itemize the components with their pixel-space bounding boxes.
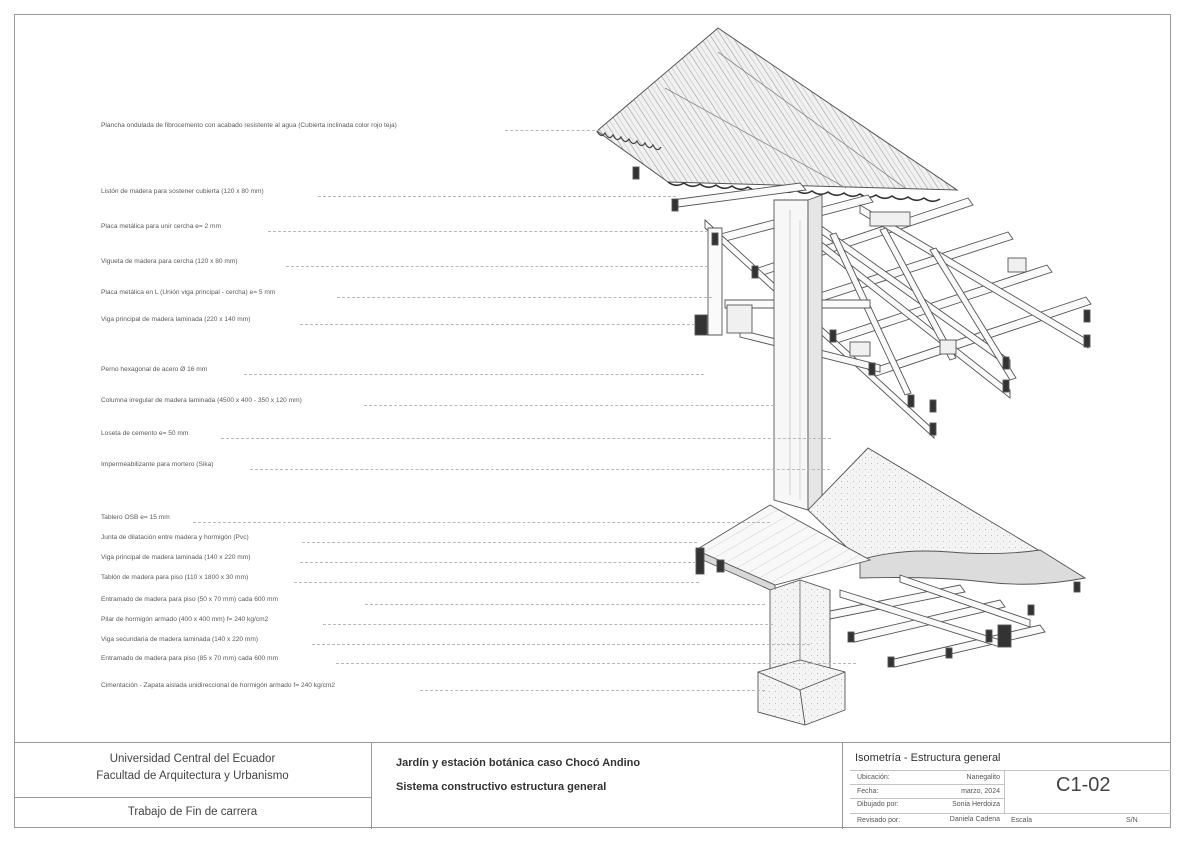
roof-sheet: [596, 27, 959, 203]
timber-column: [773, 194, 823, 511]
cement-slab: [807, 447, 1087, 585]
label-waterproofing: Impermeabilizante para mortero (Sika): [101, 461, 214, 468]
leader-line: [221, 438, 831, 439]
label-floor-framing-50x70: Entramado de madera para piso (50 x 70 m…: [101, 596, 279, 603]
label-floor-plank: Tablón de madera para piso (110 x 1800 x…: [101, 574, 249, 581]
concrete-pier-footing: [757, 579, 846, 726]
university-block: Universidad Central del Ecuador Facultad…: [14, 751, 371, 785]
label-bolt: Perno hexagonal de acero Ø 16 mm: [101, 366, 208, 373]
label-batten: Listón de madera para sostener cubierta …: [101, 188, 264, 195]
leader-line: [318, 196, 676, 197]
leader-line: [250, 469, 830, 470]
leader-line: [312, 644, 810, 645]
label-column: Columna irregular de madera laminada (45…: [101, 397, 302, 404]
project-subtitle: Sistema constructivo estructura general: [396, 781, 607, 793]
leader-line: [365, 604, 765, 605]
leader-line: [302, 542, 697, 543]
divider: [371, 743, 372, 829]
reviewed-value: Daniela Cadena: [949, 816, 1000, 823]
sheet-title: Isometría - Estructura general: [855, 752, 1001, 764]
location-value: Nanegalito: [966, 774, 1000, 781]
leader-line: [286, 266, 708, 267]
label-floor-framing-85x70: Entramado de madera para piso (85 x 70 m…: [101, 655, 279, 662]
leader-line: [300, 562, 696, 563]
label-osb: Tablero OSB e= 15 mm: [101, 514, 170, 521]
location-label: Ubicación:: [857, 774, 890, 781]
roof-truss: [632, 166, 1092, 440]
label-roof-sheet: Plancha ondulada de fibrocemento con aca…: [101, 122, 397, 129]
floor-framing: [807, 574, 1081, 668]
scale-label: Escala: [1011, 817, 1033, 824]
leader-line: [268, 231, 708, 232]
leader-line: [364, 405, 774, 406]
work-type: Trabajo de Fin de carrera: [127, 806, 258, 818]
label-expansion-joint: Junta de dilatación entre madera y hormi…: [101, 534, 249, 541]
faculty-name: Facultad de Arquitectura y Urbanismo: [96, 770, 289, 782]
drawn-label: Dibujado por:: [857, 801, 899, 808]
divider: [850, 770, 1171, 771]
leader-line: [323, 624, 773, 625]
divider: [850, 813, 1171, 814]
divider: [1004, 770, 1005, 813]
date-label: Fecha:: [857, 788, 879, 795]
drawn-value: Sonia Herdoiza: [952, 801, 1000, 808]
date-value: marzo, 2024: [961, 788, 1000, 795]
label-main-beam: Viga principal de madera laminada (220 x…: [101, 316, 251, 323]
leader-line: [300, 324, 695, 325]
divider: [850, 798, 1004, 799]
scale-value: S/N: [1126, 817, 1138, 824]
university-name: Universidad Central del Ecuador: [109, 753, 276, 765]
leader-line: [420, 690, 765, 691]
leader-line: [337, 297, 712, 298]
leader-line: [505, 130, 600, 131]
title-block: Universidad Central del Ecuador Facultad…: [14, 742, 1171, 829]
drawing-sheet-frame: [14, 14, 1171, 828]
leader-line: [294, 582, 699, 583]
label-secondary-beam: Viga secundaria de madera laminada (140 …: [101, 636, 259, 643]
label-foundation: Cimentación - Zapata aislada unidireccio…: [101, 682, 336, 689]
divider: [842, 743, 843, 829]
label-truss-joist: Vigueta de madera para cercha (120 x 80 …: [101, 258, 238, 265]
leader-line: [244, 374, 704, 375]
sheet-code: C1-02: [1056, 774, 1111, 796]
label-floor-main-beam: Viga principal de madera laminada (140 x…: [101, 554, 251, 561]
label-concrete-pier: Pilar de hormigón armado (400 x 400 mm) …: [101, 616, 269, 623]
label-cement-tile: Loseta de cemento e= 50 mm: [101, 430, 189, 437]
floor-deck: [695, 504, 872, 593]
divider: [850, 784, 1004, 785]
label-l-plate: Placa metálica en L (Unión viga principa…: [101, 289, 276, 296]
leader-line: [336, 663, 856, 664]
label-truss-plate: Placa metálica para unir cercha e= 2 mm: [101, 223, 222, 230]
project-title: Jardín y estación botánica caso Chocó An…: [396, 757, 641, 769]
divider: [14, 797, 371, 798]
leader-line: [193, 522, 770, 523]
reviewed-label: Revisado por:: [857, 817, 901, 824]
